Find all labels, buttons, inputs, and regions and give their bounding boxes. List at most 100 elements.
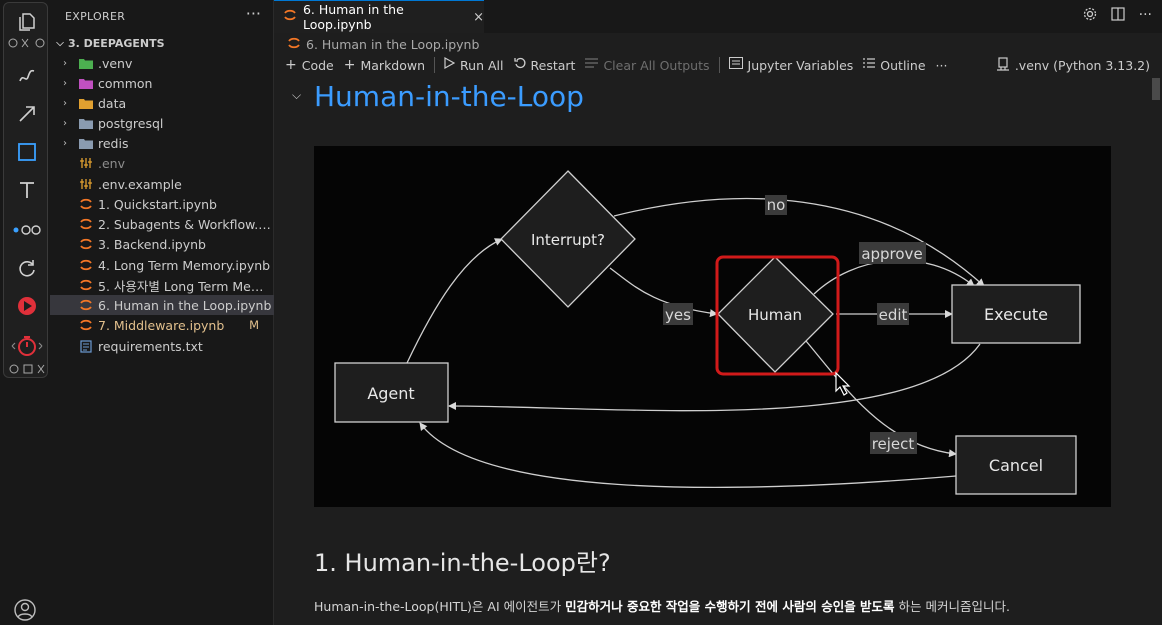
restart-icon (513, 57, 526, 73)
timer-icon[interactable] (4, 329, 49, 363)
outline-button[interactable]: Outline (858, 54, 930, 76)
kernel-icon (996, 56, 1009, 74)
tab-notebook[interactable]: 6. Human in the Loop.ipynb × (274, 0, 484, 33)
common-folder-icon (79, 77, 93, 89)
tree-file-notebook-3[interactable]: 3. Backend.ipynb (50, 234, 274, 254)
jupyter-icon (79, 238, 93, 250)
tree-file-requirements[interactable]: requirements.txt (50, 336, 274, 356)
run-all-button[interactable]: Run All (439, 54, 508, 76)
edge-agent-interrupt (406, 238, 503, 364)
edge-label-reject: reject (872, 435, 915, 453)
jupyter-icon (79, 259, 93, 271)
jupyter-icon (79, 299, 93, 311)
split-editor-icon[interactable] (1111, 7, 1125, 25)
node-agent-box (334, 362, 449, 423)
intro-paragraph: Human-in-the-Loop(HITL)은 AI 에이전트가 민감하거나 … (314, 599, 1010, 614)
folder-icon (79, 117, 93, 129)
clear-all-icon (585, 57, 599, 73)
edge-label-yes: yes (665, 306, 691, 324)
node-interrupt: Interrupt? (531, 231, 605, 249)
plus-icon: + (285, 57, 297, 73)
tree-folder-venv[interactable]: › .venv (63, 55, 133, 71)
node-execute: Execute (984, 305, 1048, 324)
edge-cancel-agent (419, 422, 957, 489)
explorer-root[interactable]: ⌵ 3. DEEPAGENTS (50, 33, 274, 53)
jupyter-variables-button[interactable]: Jupyter Variables (724, 54, 859, 76)
more-actions-icon[interactable]: ··· (1138, 7, 1152, 23)
node-cancel: Cancel (989, 456, 1043, 475)
node-human: Human (748, 306, 802, 324)
arrow-tool-icon[interactable] (4, 97, 49, 131)
play-icon (444, 56, 456, 73)
folder-icon (79, 137, 93, 149)
outline-icon (863, 57, 876, 73)
drawing-toolbar (3, 2, 48, 378)
data-folder-icon (79, 97, 93, 109)
explorer-more-icon[interactable]: ··· (245, 4, 261, 23)
node-execute-box (951, 284, 1081, 344)
gear-icon[interactable] (1083, 7, 1097, 25)
variables-icon (728, 57, 743, 73)
tree-file-notebook-1[interactable]: 1. Quickstart.ipynb (50, 194, 274, 214)
tree-folder-postgresql[interactable]: › postgresql (63, 115, 164, 131)
tree-folder-common[interactable]: › common (63, 75, 153, 91)
tree-file-notebook-4[interactable]: 4. Long Term Memory.ipynb (50, 255, 274, 275)
notebook-toolbar: +Code +Markdown Run All Restart Clear Al… (274, 54, 1162, 76)
plus-icon: + (343, 57, 356, 73)
notebook-heading: Human-in-the-Loop (314, 80, 584, 113)
explorer-title: EXPLORER (65, 10, 126, 23)
breadcrumb-label: 6. Human in the Loop.ipynb (306, 36, 480, 52)
add-code-cell-button[interactable]: +Code (285, 57, 334, 73)
kernel-picker[interactable]: .venv (Python 3.13.2) (996, 54, 1150, 76)
mini-tools-icon[interactable] (4, 35, 49, 51)
tree-folder-data[interactable]: › data (63, 95, 127, 111)
clear-outputs-button[interactable]: Clear All Outputs (580, 54, 714, 76)
jupyter-icon (79, 279, 93, 291)
bottom-tools-icon[interactable] (4, 361, 49, 377)
section-heading: 1. Human-in-the-Loop란? (314, 549, 611, 577)
edge-execute-agent (448, 343, 981, 412)
record-icon[interactable] (4, 289, 49, 323)
node-cancel-box (955, 435, 1077, 495)
chevron-down-icon: ⌵ (56, 37, 64, 49)
toolbar-more-button[interactable]: ··· (935, 57, 948, 73)
chevron-right-icon: › (63, 97, 67, 109)
jupyter-icon (288, 37, 300, 52)
restart-button[interactable]: Restart (509, 54, 581, 76)
close-icon[interactable]: × (473, 9, 484, 25)
connector-tool-icon[interactable] (4, 213, 49, 247)
tab-bar: 6. Human in the Loop.ipynb × ··· (274, 0, 1162, 33)
notebook-cells: ⌵ Human-in-the-Loop no (274, 78, 1162, 625)
activity-bar (0, 0, 50, 625)
tree-file-env[interactable]: .env (50, 153, 274, 173)
scrollbar-thumb[interactable] (1152, 78, 1160, 100)
tree-file-notebook-6[interactable]: 6. Human in the Loop.ipynb (50, 295, 274, 315)
node-human-shape (717, 256, 834, 373)
chevron-right-icon: › (63, 137, 67, 149)
collapse-chevron-icon[interactable]: ⌵ (292, 88, 302, 102)
account-icon[interactable] (10, 596, 40, 624)
kernel-label: .venv (Python 3.13.2) (1014, 57, 1150, 73)
explorer-root-label: 3. DEEPAGENTS (68, 36, 165, 50)
tree-file-notebook-7[interactable]: 7. Middleware.ipynb M (50, 315, 274, 335)
explorer-icon[interactable] (4, 5, 49, 39)
chevron-right-icon: › (63, 57, 67, 69)
freehand-icon[interactable] (4, 59, 49, 93)
tree-file-notebook-2[interactable]: 2. Subagents & Workflow.ipynb (50, 214, 274, 234)
tree-file-env-example[interactable]: .env.example (50, 174, 274, 194)
editor-area: 6. Human in the Loop.ipynb × ··· 6. Huma… (274, 0, 1162, 625)
tree-folder-redis[interactable]: › redis (63, 135, 129, 151)
add-markdown-cell-button[interactable]: +Markdown (343, 57, 426, 73)
breadcrumb[interactable]: 6. Human in the Loop.ipynb (288, 34, 479, 54)
text-tool-icon[interactable] (4, 173, 49, 207)
edge-label-edit: edit (879, 306, 908, 324)
edge-interrupt-execute-no (613, 197, 985, 287)
node-agent: Agent (367, 384, 414, 403)
hitl-diagram: no yes approve edit reject Agent Interru… (314, 146, 1111, 507)
tree-file-notebook-5[interactable]: 5. 사용자별 Long Term Memory... (50, 275, 274, 295)
explorer-sidebar: EXPLORER ··· ⌵ 3. DEEPAGENTS › .venv › c… (50, 0, 274, 625)
tab-label: 6. Human in the Loop.ipynb (302, 2, 404, 32)
refresh-icon[interactable] (4, 251, 49, 285)
jupyter-icon (79, 218, 93, 230)
rectangle-tool-icon[interactable] (4, 135, 49, 169)
